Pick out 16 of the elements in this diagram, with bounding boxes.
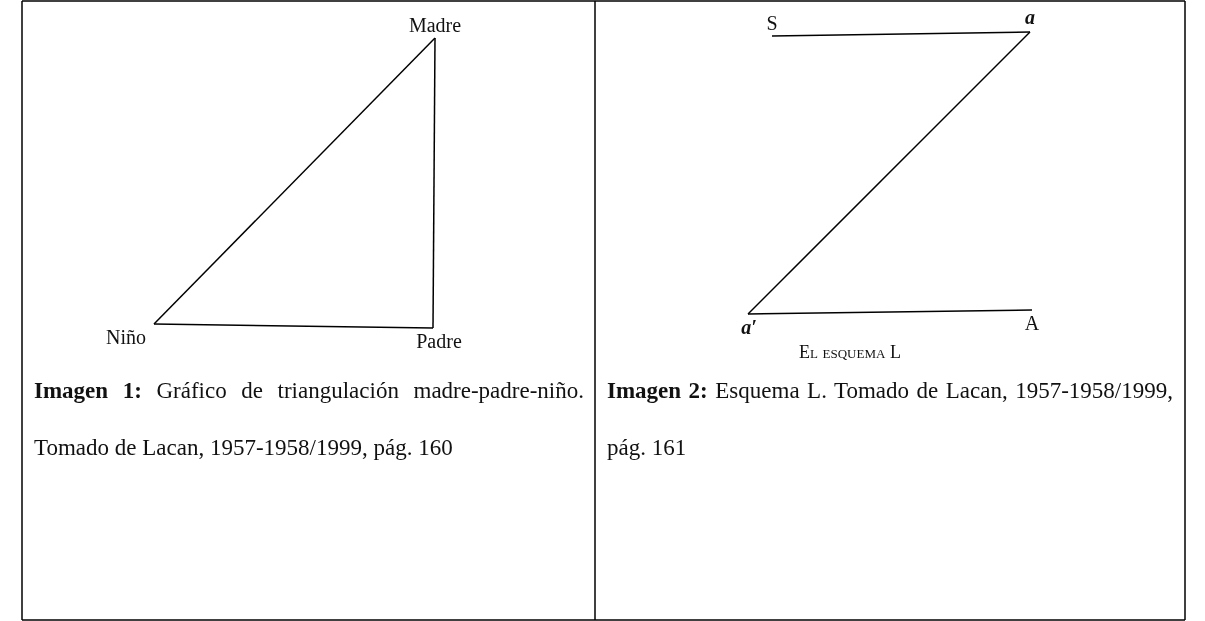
vertex-label: a′: [734, 314, 764, 342]
line: [771, 31, 1031, 37]
line: [747, 31, 1031, 315]
vertex-label: Madre: [405, 12, 465, 38]
line: [153, 37, 436, 325]
figure-caption: Imagen 2: Esquema L. Tomado de Lacan, 1957-1958/1999, pág. 161: [607, 377, 1173, 462]
vertex-label: A: [1018, 310, 1046, 336]
vertex-label: S: [760, 10, 784, 36]
line: [747, 309, 1033, 315]
diagram-label: El esquema L: [798, 342, 902, 363]
line: [432, 37, 436, 329]
line: [153, 323, 434, 329]
vertex-label: Padre: [408, 328, 470, 354]
vertex-label: a: [1016, 4, 1044, 32]
vertex-label: Niño: [98, 324, 154, 350]
figure-caption: Imagen 1: Gráfico de triangulación madre-padre-niño. Tomado de Lacan, 1957-1958/1999, pág. 160: [34, 377, 584, 462]
